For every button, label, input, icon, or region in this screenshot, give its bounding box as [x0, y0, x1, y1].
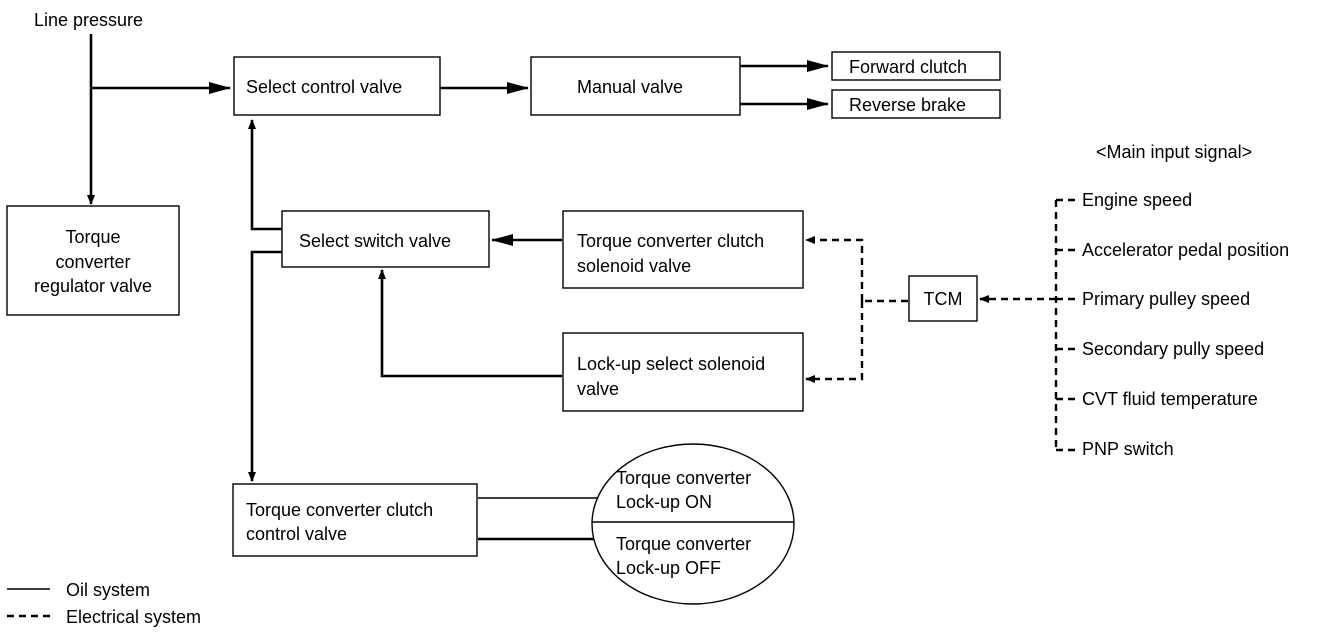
- select-control-valve-block: Select control valve: [233, 56, 441, 116]
- forward-clutch-label: Forward clutch: [849, 57, 967, 77]
- tcc-control-valve-line2: control valve: [246, 524, 347, 544]
- manual-valve-label: Manual valve: [577, 77, 683, 97]
- reverse-brake-label: Reverse brake: [849, 95, 966, 115]
- main-input-signal-title: <Main input signal>: [1096, 142, 1252, 162]
- tcc-solenoid-valve-line2: solenoid valve: [577, 256, 691, 276]
- lockup-select-solenoid-valve-line1: Lock-up select solenoid: [577, 354, 765, 374]
- forward-clutch-block: Forward clutch: [831, 51, 1001, 81]
- tcc-solenoid-valve-line1: Torque converter clutch: [577, 231, 764, 251]
- lockup-state-ellipse: Torque converter Lock-up ON Torque conve…: [591, 443, 795, 605]
- tcc-control-valve-block: Torque converter clutch control valve: [232, 483, 478, 557]
- tcc-solenoid-valve-block: Torque converter clutch solenoid valve: [562, 210, 804, 289]
- legend-oil-label: Oil system: [66, 580, 150, 600]
- oil-lines: [87, 34, 829, 541]
- input-signal-engine-speed: Engine speed: [1082, 190, 1192, 210]
- tcm-block: TCM: [908, 275, 978, 322]
- tc-regulator-valve-line2: converter: [55, 252, 130, 272]
- input-signal-pnp-switch: PNP switch: [1082, 439, 1174, 459]
- input-signal-secondary-pulley: Secondary pully speed: [1082, 339, 1264, 359]
- lockup-select-solenoid-valve-line2: valve: [577, 379, 619, 399]
- electrical-lines: [805, 198, 1078, 452]
- tcc-control-valve-line1: Torque converter clutch: [246, 500, 433, 520]
- tc-regulator-valve-line1: Torque: [65, 227, 120, 247]
- select-switch-valve-label: Select switch valve: [299, 231, 451, 251]
- tcm-label: TCM: [924, 289, 963, 309]
- lockup-on-line1: Torque converter: [616, 468, 751, 488]
- tc-regulator-valve-block: Torque converter regulator valve: [6, 205, 180, 316]
- legend: Oil system Electrical system: [7, 580, 201, 627]
- line-pressure-label: Line pressure: [34, 10, 143, 30]
- legend-electrical-label: Electrical system: [66, 607, 201, 627]
- manual-valve-block: Manual valve: [530, 56, 741, 116]
- tc-regulator-valve-line3: regulator valve: [34, 276, 152, 296]
- select-switch-valve-block: Select switch valve: [281, 210, 490, 268]
- select-control-valve-label: Select control valve: [246, 77, 402, 97]
- input-signal-accelerator-pedal: Accelerator pedal position: [1082, 240, 1289, 260]
- main-input-signal-list: <Main input signal> Engine speed Acceler…: [1082, 142, 1289, 459]
- lockup-on-line2: Lock-up ON: [616, 492, 712, 512]
- input-signal-primary-pulley: Primary pulley speed: [1082, 289, 1250, 309]
- input-signal-cvt-fluid-temp: CVT fluid temperature: [1082, 389, 1258, 409]
- lockup-off-line2: Lock-up OFF: [616, 558, 721, 578]
- lockup-select-solenoid-valve-block: Lock-up select solenoid valve: [562, 332, 804, 412]
- reverse-brake-block: Reverse brake: [831, 89, 1001, 119]
- lockup-off-line1: Torque converter: [616, 534, 751, 554]
